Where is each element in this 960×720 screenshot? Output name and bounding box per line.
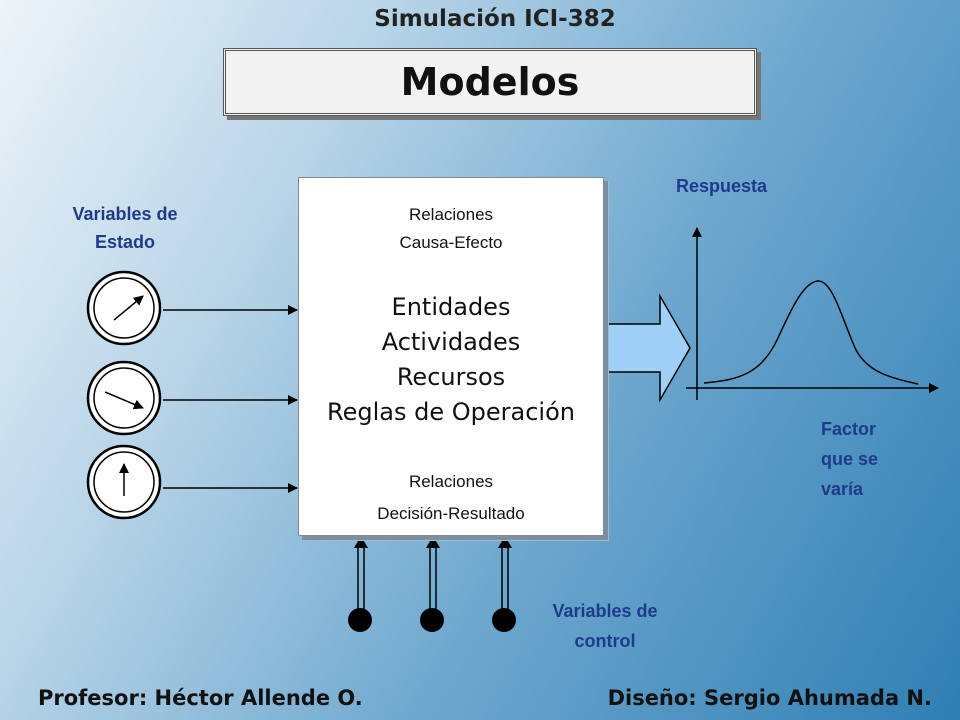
component-entidades: Entidades (391, 293, 511, 321)
cause-effect-relations: Relaciones Causa-Efecto (299, 201, 603, 257)
state-variables-line1: Variables de (72, 204, 178, 224)
decision-result-line2: Decisión-Resultado (377, 504, 525, 523)
control-input (492, 536, 516, 632)
factor-line3: varía (821, 479, 864, 499)
slide-title: Modelos (400, 60, 580, 104)
control-dot-icon (348, 608, 372, 632)
response-curve (703, 280, 919, 385)
response-label: Respuesta (676, 176, 768, 196)
state-variables-label: Variables de Estado (40, 200, 210, 256)
state-variables-line2: Estado (94, 232, 155, 252)
decision-result-line1: Relaciones (408, 472, 494, 491)
gauge-icon (86, 444, 162, 520)
model-components: Entidades Actividades Recursos Reglas de… (299, 290, 603, 430)
title-box: Modelos (223, 48, 757, 116)
gauge-icon (86, 270, 162, 346)
footer-design: Diseño: Sergio Ahumada N. (607, 686, 932, 710)
factor-line1: Factor (821, 419, 877, 439)
control-dot-icon (420, 608, 444, 632)
control-variables-line1: Variables de (552, 601, 658, 621)
course-title: Simulación ICI-382 (374, 6, 616, 32)
model-box: Relaciones Causa-Efecto Entidades Activi… (298, 177, 604, 536)
control-variables-label: Variables de control (520, 596, 690, 656)
component-recursos: Recursos (396, 363, 506, 391)
control-input (420, 536, 444, 632)
factor-line2: que se (821, 449, 879, 469)
cause-effect-line2: Causa-Efecto (399, 233, 503, 252)
factor-label: Factor que se varía (821, 414, 878, 504)
footer-professor: Profesor: Héctor Allende O. (38, 686, 363, 710)
gauge-icon (86, 360, 162, 436)
component-actividades: Actividades (381, 328, 521, 356)
control-dot-icon (492, 608, 516, 632)
control-input (348, 536, 372, 632)
cause-effect-line1: Relaciones (408, 205, 494, 224)
component-reglas: Reglas de Operación (327, 398, 575, 426)
decision-result-relations: Relaciones Decisión-Resultado (299, 466, 603, 530)
control-variables-line2: control (574, 631, 636, 651)
